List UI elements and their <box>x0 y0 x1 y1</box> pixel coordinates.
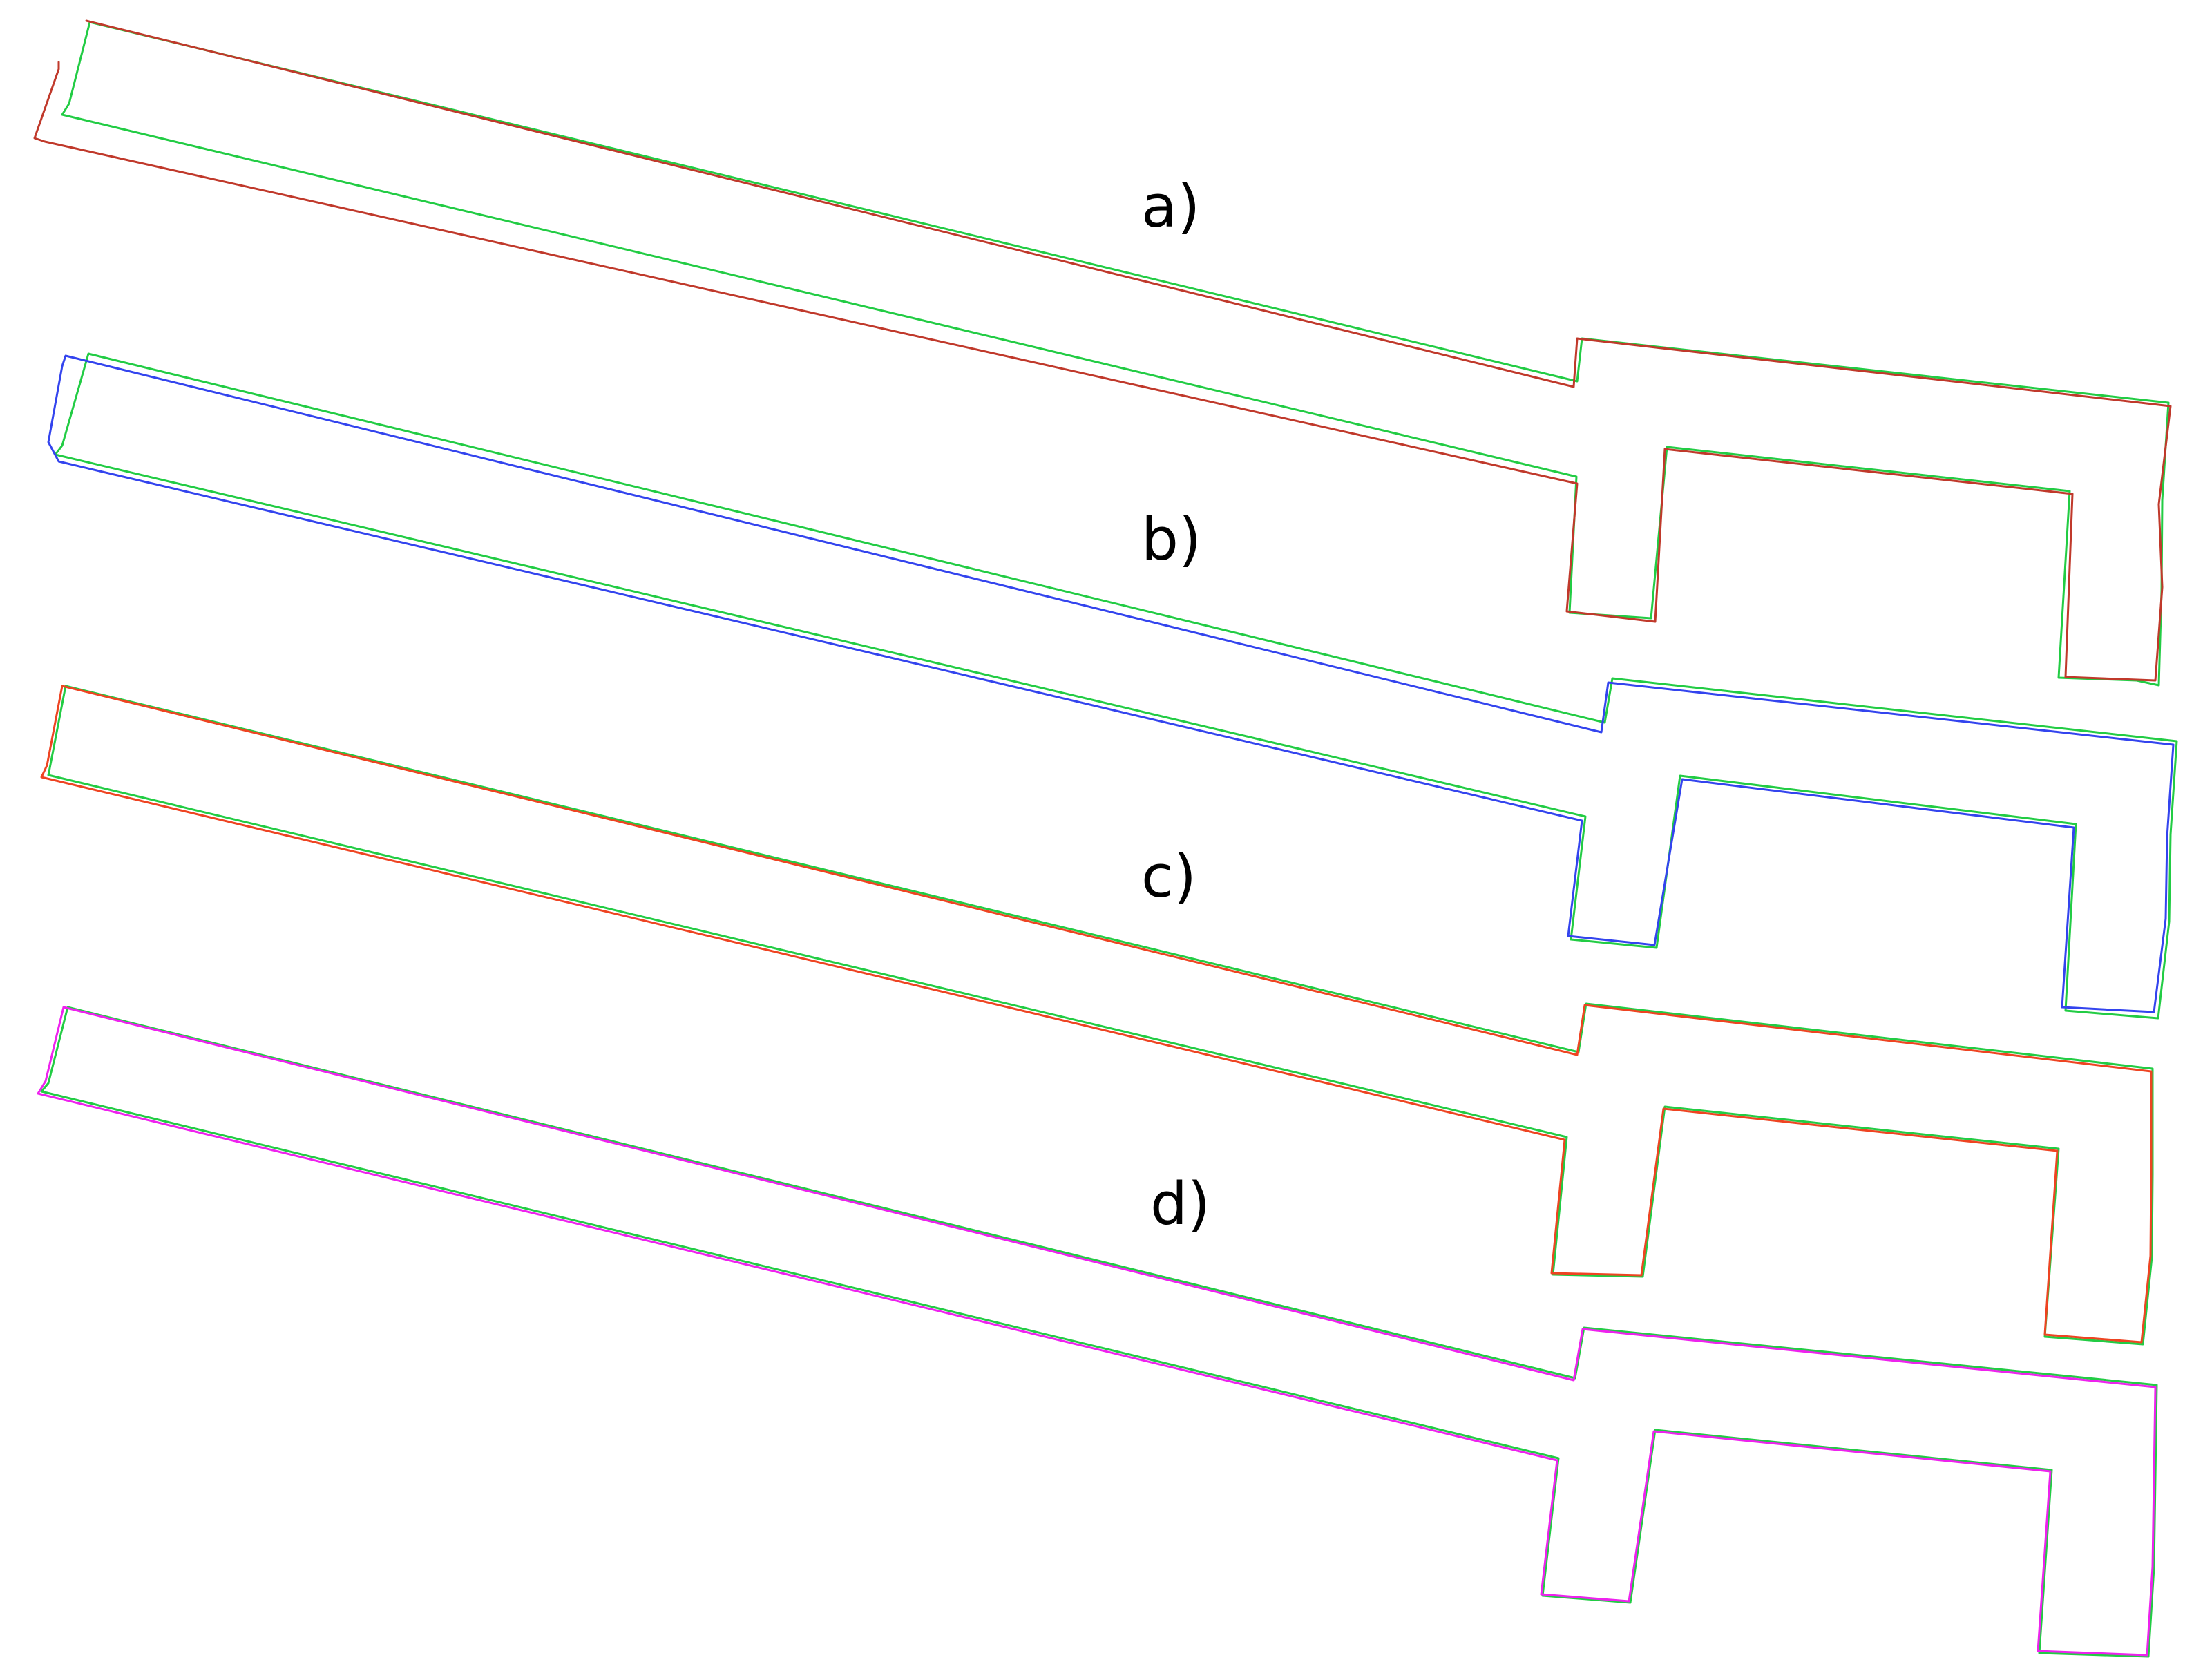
panel-b-trace-1 <box>54 352 2178 1020</box>
panel-a-trace-2 <box>33 19 2172 682</box>
panel-label-a: a) <box>1141 173 1200 241</box>
panel-label-b: b) <box>1141 506 1201 574</box>
panel-d-trace-2 <box>37 1006 2157 1657</box>
panel-label-c: c) <box>1141 843 1196 911</box>
panel-d <box>37 1006 2158 1658</box>
panel-c-trace-1 <box>47 685 2154 1346</box>
panel-d-trace-1 <box>40 1006 2158 1658</box>
panel-b-trace-2 <box>47 354 2175 1013</box>
panel-label-d: d) <box>1150 1170 1210 1239</box>
panel-c-trace-2 <box>40 685 2153 1344</box>
panel-c <box>40 685 2154 1346</box>
panel-a <box>33 19 2172 687</box>
panel-b <box>47 352 2178 1020</box>
panel-a-trace-1 <box>61 21 2170 687</box>
